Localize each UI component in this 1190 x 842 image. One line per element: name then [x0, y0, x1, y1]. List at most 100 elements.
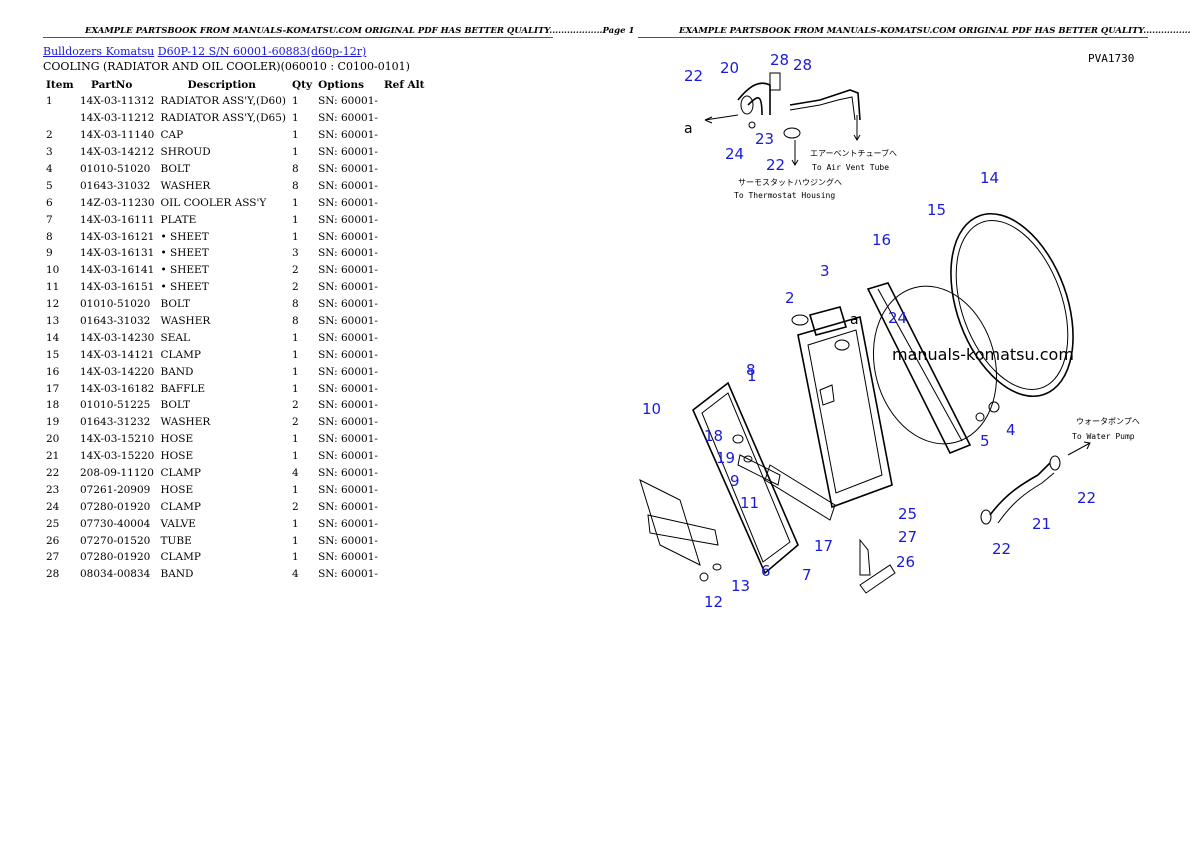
cell-options: SN: 60001-: [318, 315, 378, 328]
callout-5: 5: [980, 432, 990, 450]
cell-qty: 1: [292, 365, 299, 378]
cell-qty: 8: [292, 298, 299, 311]
cell-partno: 01643-31032: [80, 315, 151, 328]
cell-item: 11: [46, 281, 60, 294]
cell-qty: 1: [292, 129, 299, 142]
cell-options: SN: 60001-: [318, 146, 378, 159]
callout-3: 3: [820, 262, 830, 280]
cell-item: 19: [46, 416, 60, 429]
cell-partno: 14X-03-14230: [80, 331, 155, 344]
cell-item: 25: [46, 517, 60, 530]
callout-22: 22: [684, 67, 703, 85]
cell-ref-alt: [381, 262, 428, 279]
lower-hose: [859, 441, 1091, 594]
cell-item: 23: [46, 483, 60, 496]
cell-description: • SHEET: [160, 264, 209, 277]
callout-24: 24: [725, 145, 744, 163]
callout-16: 16: [872, 231, 891, 249]
cell-qty: 4: [292, 568, 299, 581]
breadcrumb-link-bulldozers[interactable]: Bulldozers Komatsu: [43, 45, 155, 58]
callout-2: 2: [785, 289, 795, 307]
col-options: Options: [318, 78, 364, 91]
col-ref-alt: Ref Alt: [383, 78, 425, 91]
callout-17: 17: [814, 537, 833, 555]
cell-description: CLAMP: [160, 348, 201, 361]
cell-item: [43, 110, 77, 127]
cell-description: BOLT: [160, 298, 191, 311]
cell-item: 1: [46, 95, 53, 108]
cell-ref-alt: [381, 93, 428, 110]
note-thermostat-jp: サーモスタットハウジングへ: [738, 177, 842, 187]
cell-description: BOLT: [160, 399, 191, 412]
note-thermostat-en: To Thermostat Housing: [734, 191, 835, 200]
cell-ref-alt: [381, 161, 428, 178]
cell-qty: 1: [292, 213, 299, 226]
cell-item: 17: [46, 382, 60, 395]
cell-item: 7: [46, 213, 53, 226]
watermark: manuals-komatsu.com: [892, 345, 1074, 364]
callout-25: 25: [898, 505, 917, 523]
cell-qty: 1: [292, 331, 299, 344]
cell-qty: 8: [292, 163, 299, 175]
cell-ref-alt: [381, 515, 428, 532]
cell-ref-alt: [381, 448, 428, 465]
cell-partno: 14X-03-15220: [80, 450, 155, 463]
cell-qty: 1: [292, 551, 299, 564]
cell-item: 22: [46, 467, 60, 480]
arrow-label-a-mid: a: [850, 312, 859, 328]
cell-options: SN: 60001-: [318, 179, 378, 192]
cell-ref-alt: [381, 127, 428, 144]
cell-qty: 8: [292, 179, 299, 192]
cell-description: CAP: [160, 129, 184, 142]
callout-28: 28: [793, 56, 812, 74]
cell-item: 26: [46, 534, 60, 547]
cell-ref-alt: [381, 313, 428, 330]
callout-22: 22: [992, 540, 1011, 558]
cell-options: SN: 60001-: [318, 534, 378, 547]
cell-item: 18: [46, 399, 60, 412]
cell-options: SN: 60001-: [318, 348, 378, 361]
breadcrumb-link-model[interactable]: D60P-12 S/N 60001-60883(d60p-12r): [157, 45, 367, 58]
cell-options: SN: 60001-: [318, 264, 378, 277]
cell-options: SN: 60001-: [318, 450, 378, 463]
cell-qty: 4: [292, 467, 299, 480]
drawing-code: PVA1730: [1088, 52, 1134, 65]
cell-options: SN: 60001-: [318, 517, 378, 530]
cell-options: SN: 60001-: [318, 230, 378, 243]
page-1-header: EXAMPLE PARTSBOOK FROM MANUALS-KOMATSU.C…: [85, 26, 635, 36]
callout-8: 8: [746, 361, 756, 379]
cell-qty: 2: [292, 500, 299, 513]
cell-ref-alt: [381, 346, 428, 363]
cell-description: RADIATOR ASS'Y,(D65): [160, 112, 286, 125]
cell-options: SN: 60001-: [318, 551, 378, 564]
cell-ref-alt: [381, 329, 428, 346]
cell-qty: 3: [292, 247, 299, 260]
cell-options: SN: 60001-: [318, 281, 378, 294]
cell-ref-alt: [381, 228, 428, 245]
cell-item: 3: [46, 146, 53, 159]
cell-description: CLAMP: [160, 551, 201, 564]
note-water-pump-en: To Water Pump: [1072, 432, 1135, 441]
fan-ring: [872, 212, 1074, 445]
cell-qty: 1: [292, 534, 299, 547]
cell-options: SN: 60001-: [318, 416, 378, 429]
cell-options: SN: 60001-: [318, 298, 378, 311]
cell-item: 24: [46, 500, 60, 513]
callout-13: 13: [731, 577, 750, 595]
cell-ref-alt: [381, 211, 428, 228]
cell-options: SN: 60001-: [318, 382, 378, 395]
header-rule: [43, 37, 553, 38]
cell-options: SN: 60001-: [318, 163, 378, 175]
cell-qty: 2: [292, 264, 299, 277]
cell-description: • SHEET: [160, 230, 209, 243]
cell-partno: 208-09-11120: [80, 467, 154, 480]
cell-description: BAFFLE: [160, 382, 206, 395]
